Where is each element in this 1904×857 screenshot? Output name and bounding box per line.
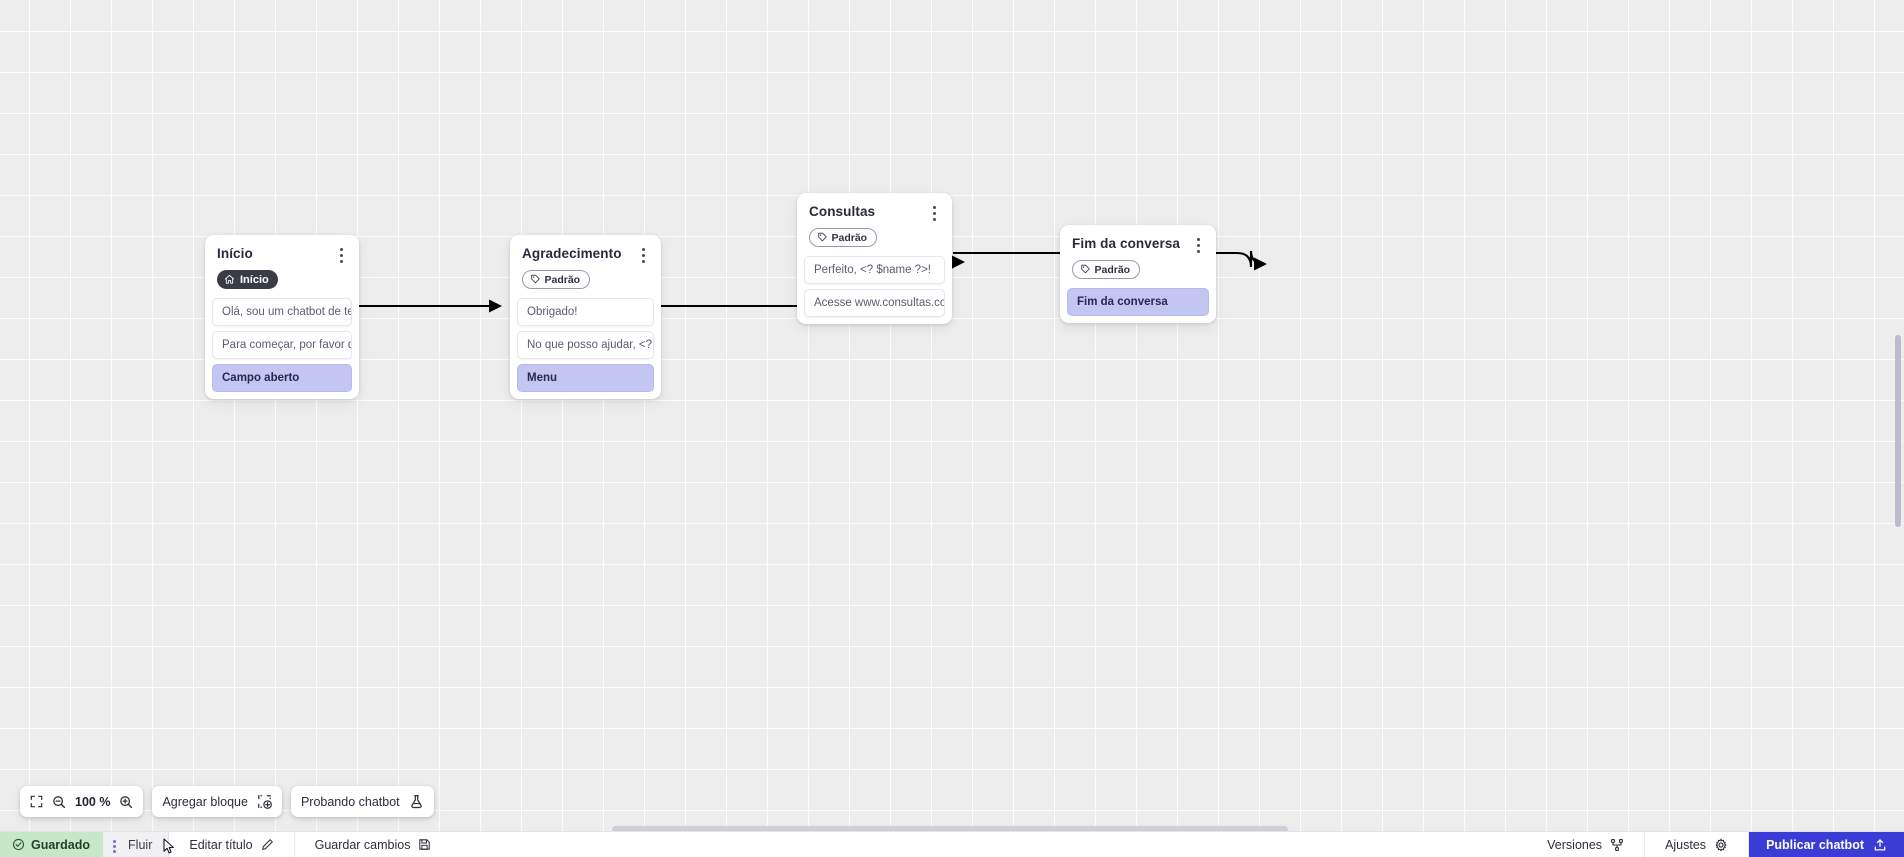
edit-title-button[interactable]: Editar título xyxy=(169,832,295,857)
node-header: Agradecimento xyxy=(510,235,661,265)
node-rows: Fim da conversa xyxy=(1060,287,1216,316)
node-title: Início xyxy=(217,246,253,261)
message-row[interactable]: Olá, sou um chatbot de teste! xyxy=(212,298,352,326)
home-icon xyxy=(224,274,235,284)
versions-button[interactable]: Versiones xyxy=(1527,832,1646,857)
tag-icon xyxy=(818,233,827,242)
message-row[interactable]: Perfeito, <? $name ?>! xyxy=(804,255,945,284)
tag-icon xyxy=(1081,265,1090,274)
message-row[interactable]: Obrigado! xyxy=(517,297,654,326)
tab-fluir-label: Fluir xyxy=(128,837,153,852)
save-changes-button[interactable]: Guardar cambios xyxy=(295,832,452,857)
message-row[interactable]: Para começar, por favor digite o ... xyxy=(212,331,352,359)
flow-connectors xyxy=(359,250,1268,313)
zoom-in-icon[interactable] xyxy=(119,795,133,809)
add-block-button[interactable]: Agregar bloque xyxy=(152,786,282,817)
default-badge[interactable]: Padrão xyxy=(809,228,878,247)
node-title: Agradecimento xyxy=(522,246,622,261)
node-menu-button[interactable] xyxy=(635,247,651,265)
vertical-scrollbar[interactable] xyxy=(1895,335,1901,527)
node-header: Início xyxy=(205,235,359,265)
fit-screen-icon[interactable] xyxy=(30,795,43,808)
node-badge-row: Padrão xyxy=(1060,255,1216,288)
zoom-controls: 100 % xyxy=(20,786,144,817)
edit-title-label: Editar título xyxy=(189,837,253,852)
gear-icon xyxy=(1715,838,1727,851)
horizontal-scrollbar[interactable] xyxy=(612,826,1288,833)
node-badge-row: Início xyxy=(205,265,359,298)
default-badge-label: Padrão xyxy=(831,231,868,244)
settings-button[interactable]: Ajustes xyxy=(1645,832,1750,857)
action-row[interactable]: Fim da conversa xyxy=(1067,287,1209,316)
edge-consultas-to-fim xyxy=(953,250,1268,271)
start-badge[interactable]: Início xyxy=(217,270,278,289)
flow-canvas[interactable]: Início Início Olá, sou um chatbot de tes… xyxy=(0,0,1904,831)
node-badge-row: Padrão xyxy=(797,223,952,256)
node-rows: Obrigado! No que posso ajudar, <? $name … xyxy=(510,297,661,392)
node-rows: Olá, sou um chatbot de teste! Para começ… xyxy=(205,298,359,392)
pencil-icon xyxy=(261,839,273,850)
node-badge-row: Padrão xyxy=(510,265,661,298)
node-header: Fim da conversa xyxy=(1060,225,1216,255)
node-header: Consultas xyxy=(797,193,952,223)
flow-node-fim-da-conversa[interactable]: Fim da conversa Padrão Fim da conversa xyxy=(1060,225,1216,323)
add-block-icon xyxy=(257,794,272,809)
zoom-level-value: 100 % xyxy=(75,794,111,809)
settings-label: Ajustes xyxy=(1665,837,1707,852)
start-badge-label: Início xyxy=(240,273,269,286)
default-badge[interactable]: Padrão xyxy=(522,270,591,289)
bottom-bar-right: Versiones Ajustes Publicar chatbot xyxy=(1527,832,1904,857)
message-row[interactable]: Acesse www.consultas.com par... xyxy=(804,288,945,317)
versions-label: Versiones xyxy=(1547,837,1603,852)
flow-node-inicio[interactable]: Início Início Olá, sou um chatbot de tes… xyxy=(205,235,359,399)
tag-icon xyxy=(531,275,540,284)
message-row[interactable]: No que posso ajudar, <? $name ... xyxy=(517,330,654,359)
action-row[interactable]: Campo aberto xyxy=(212,364,352,392)
node-title: Fim da conversa xyxy=(1072,236,1181,251)
canvas-toolbar: 100 % Agregar bloque Probando chatbo xyxy=(20,786,434,817)
default-badge-label: Padrão xyxy=(544,273,581,286)
default-badge[interactable]: Padrão xyxy=(1072,260,1141,279)
saved-status-label: Guardado xyxy=(31,837,91,852)
default-badge-label: Padrão xyxy=(1094,263,1131,276)
node-menu-button[interactable] xyxy=(333,247,349,265)
flask-icon xyxy=(409,794,424,809)
drag-dots-icon xyxy=(113,837,117,853)
saved-status-badge: Guardado xyxy=(0,832,104,857)
node-menu-button[interactable] xyxy=(926,205,942,223)
branch-icon xyxy=(1611,838,1623,851)
node-menu-button[interactable] xyxy=(1190,237,1206,255)
test-chatbot-label: Probando chatbot xyxy=(300,794,400,809)
flow-node-agradecimento[interactable]: Agradecimento Padrão Obrigado! No que po… xyxy=(510,235,661,399)
check-circle-icon xyxy=(12,838,25,851)
upload-icon xyxy=(1874,838,1886,851)
node-rows: Perfeito, <? $name ?>! Acesse www.consul… xyxy=(797,255,952,317)
flow-node-consultas[interactable]: Consultas Padrão Perfeito, <? $name ?>! … xyxy=(797,193,952,324)
zoom-out-icon[interactable] xyxy=(52,795,66,809)
node-title: Consultas xyxy=(809,204,876,219)
tab-fluir[interactable]: Fluir xyxy=(103,832,170,857)
test-chatbot-button[interactable]: Probando chatbot xyxy=(290,786,434,817)
publish-chatbot-label: Publicar chatbot xyxy=(1766,837,1864,852)
add-block-label: Agregar bloque xyxy=(162,794,248,809)
save-changes-label: Guardar cambios xyxy=(314,837,411,852)
bottom-bar-spacer xyxy=(451,832,1527,857)
action-row[interactable]: Menu xyxy=(517,363,654,392)
publish-chatbot-button[interactable]: Publicar chatbot xyxy=(1749,832,1904,857)
bottom-action-bar: Guardado Fluir Editar título Guardar cam… xyxy=(0,831,1904,857)
save-icon xyxy=(419,839,431,850)
